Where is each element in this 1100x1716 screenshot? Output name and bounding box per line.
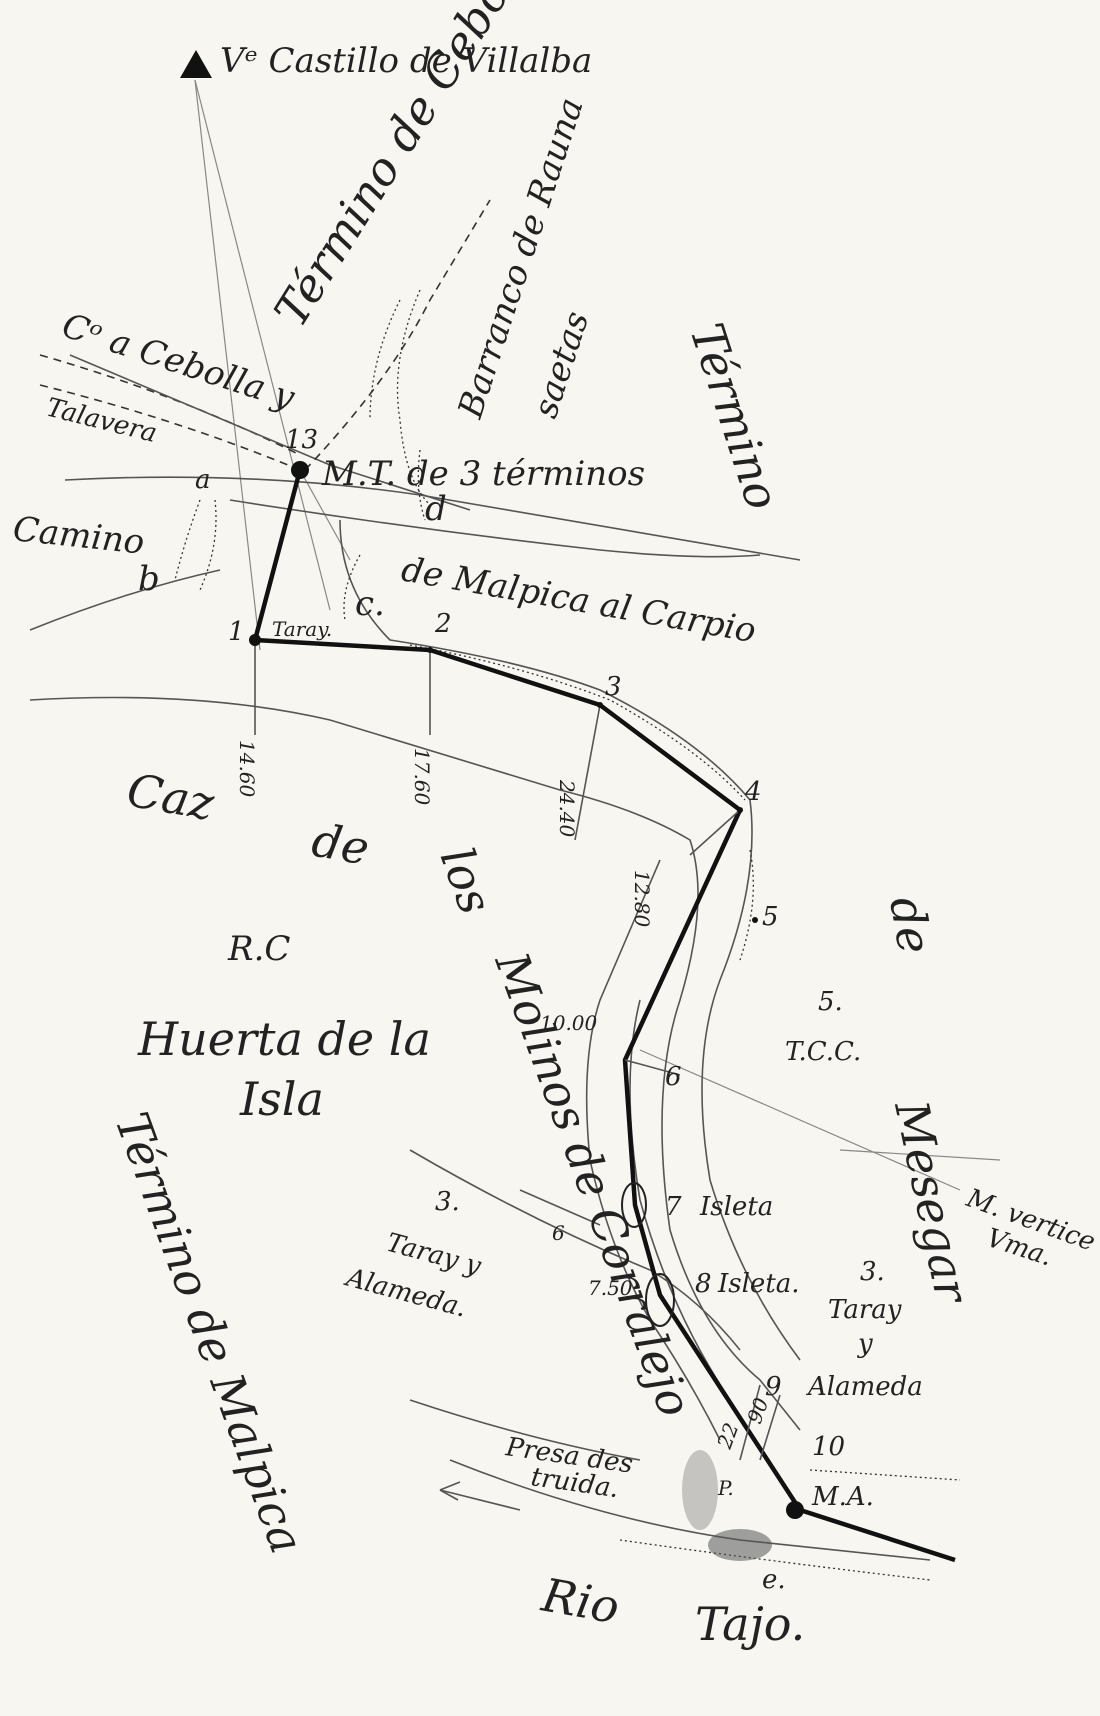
- label-malpica-carpio: de Malpica al Carpio: [398, 549, 759, 651]
- label-saetas: saetas: [526, 307, 598, 423]
- caz-banks: [29, 519, 801, 1461]
- station-8: 8: [695, 1269, 712, 1299]
- label-mt-3-terminos: M.T. de 3 términos: [321, 454, 645, 494]
- label-castillo: Vᵉ Castillo de Villalba: [220, 41, 592, 81]
- measure-5: 10.00: [540, 1011, 598, 1035]
- road-malpica-carpio: [64, 476, 801, 561]
- label-tajo: Tajo.: [695, 1597, 805, 1651]
- label-caz-de: de: [308, 813, 373, 876]
- label-letter-b: b: [138, 559, 160, 599]
- label-huerta: Huerta de la: [137, 1012, 431, 1066]
- station-10: 10: [812, 1432, 845, 1462]
- label-taray-left-1: 3.: [435, 1187, 460, 1217]
- station-2: 2: [434, 609, 452, 639]
- rio-tajo: [439, 1450, 961, 1581]
- label-taray-right-1: 3.: [860, 1257, 885, 1287]
- label-letter-a: a: [195, 465, 211, 495]
- label-p: P.: [717, 1476, 734, 1500]
- label-taray-right-2: Taray: [828, 1295, 902, 1325]
- label-caz-los: los: [430, 840, 503, 921]
- measure-1: 14.60: [235, 740, 259, 798]
- label-rc: R.C: [227, 929, 290, 969]
- label-termino-malpica: Término de Malpica: [105, 1105, 315, 1560]
- station-13: 13: [285, 425, 318, 455]
- label-letter-d: d: [425, 489, 447, 529]
- label-rio: Rio: [537, 1567, 623, 1634]
- hatched-features: [174, 449, 426, 621]
- station-7: 7: [665, 1192, 682, 1222]
- survey-traverse: [249, 461, 956, 1563]
- station-4: 4: [744, 777, 762, 807]
- station-5: 5: [762, 902, 779, 932]
- measure-4: 12.80: [630, 870, 654, 928]
- measure-2: 17.60: [410, 748, 434, 806]
- label-taray-left-2: Taray y: [383, 1228, 484, 1282]
- label-taray-right-3: y: [857, 1329, 873, 1359]
- label-s-tcc-2: T.C.C.: [785, 1037, 861, 1067]
- measure-6: 7.50: [588, 1276, 633, 1300]
- label-termino-right: Término: [680, 317, 791, 516]
- label-letter-c: c.: [355, 584, 385, 624]
- barranco-rauna-line: [304, 199, 491, 506]
- label-taray-top: Taray.: [272, 617, 332, 641]
- label-caz: Caz: [123, 763, 219, 831]
- station-9: 9: [765, 1372, 782, 1402]
- measure-3: 24.40: [555, 779, 579, 838]
- castle-vertex-icon: [180, 50, 212, 78]
- label-isleta-8: Isleta.: [717, 1269, 800, 1299]
- label-alameda-right: Alameda: [806, 1372, 923, 1402]
- station-1: 1: [228, 617, 245, 647]
- label-isla: Isla: [239, 1072, 324, 1126]
- station-3: 3: [605, 672, 622, 702]
- label-de-right: de: [879, 893, 942, 958]
- road-cebolla: [39, 354, 471, 511]
- sight-lines: [194, 79, 1001, 1191]
- label-e: e.: [762, 1565, 786, 1595]
- label-s-tcc-1: 5.: [818, 987, 843, 1017]
- station-6b: 6: [552, 1221, 565, 1245]
- station-6: 6: [665, 1062, 682, 1092]
- label-ma: M.A.: [811, 1482, 874, 1512]
- label-isleta-7: Isleta: [699, 1192, 773, 1222]
- label-camino: Camino: [11, 509, 146, 563]
- measure-7: 22: [712, 1420, 744, 1453]
